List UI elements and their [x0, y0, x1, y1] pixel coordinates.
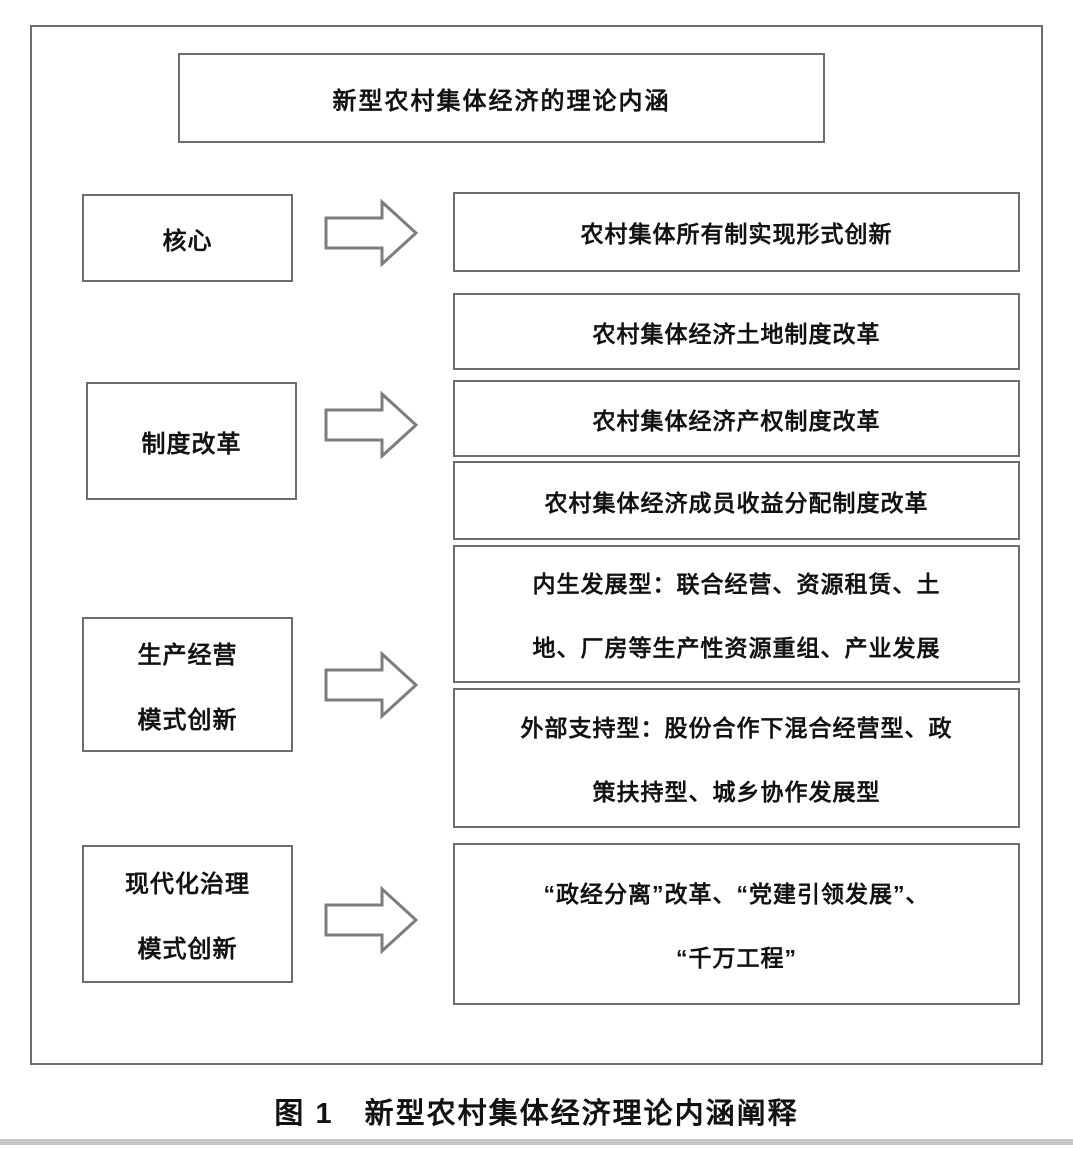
right-box-income-reform-label: 农村集体经济成员收益分配制度改革 — [544, 489, 929, 516]
right-box-endogenous-line1: 内生发展型：联合经营、资源租赁、土 — [532, 571, 941, 597]
right-box-governance-line2: “千万工程” — [676, 945, 797, 971]
arrow-right-icon — [324, 390, 419, 460]
right-box-land-reform-label: 农村集体经济土地制度改革 — [592, 320, 881, 347]
left-box-governance: 现代化治理 模式创新 — [82, 845, 293, 983]
left-box-institution: 制度改革 — [86, 382, 297, 500]
right-box-land-reform: 农村集体经济土地制度改革 — [453, 293, 1020, 370]
left-box-core-label: 核心 — [162, 227, 213, 255]
arrow-right-icon — [324, 198, 419, 268]
left-box-institution-label: 制度改革 — [141, 430, 242, 458]
right-box-external-line1: 外部支持型：股份合作下混合经营型、政 — [520, 715, 953, 741]
right-box-governance: “政经分离”改革、“党建引领发展”、 “千万工程” — [453, 843, 1020, 1005]
right-box-endogenous-line2: 地、厂房等生产性资源重组、产业发展 — [532, 635, 941, 661]
left-box-production: 生产经营 模式创新 — [82, 617, 293, 752]
left-box-governance-line2: 模式创新 — [137, 936, 238, 963]
bottom-divider — [0, 1139, 1073, 1145]
right-box-external-line2: 策扶持型、城乡协作发展型 — [592, 779, 881, 805]
diagram-title-box: 新型农村集体经济的理论内涵 — [178, 53, 825, 143]
right-box-core-label: 农村集体所有制实现形式创新 — [580, 221, 893, 247]
diagram-title: 新型农村集体经济的理论内涵 — [332, 87, 671, 115]
left-box-production-line2: 模式创新 — [137, 706, 238, 734]
left-box-production-line1: 生产经营 — [137, 641, 238, 669]
right-box-core: 农村集体所有制实现形式创新 — [453, 192, 1020, 272]
right-box-property-reform: 农村集体经济产权制度改革 — [453, 380, 1020, 457]
right-box-endogenous: 内生发展型：联合经营、资源租赁、土 地、厂房等生产性资源重组、产业发展 — [453, 545, 1020, 683]
arrow-right-icon — [324, 885, 419, 955]
left-box-governance-line1: 现代化治理 — [125, 871, 250, 898]
arrow-right-icon — [324, 650, 419, 720]
left-box-core: 核心 — [82, 194, 293, 282]
right-box-external: 外部支持型：股份合作下混合经营型、政 策扶持型、城乡协作发展型 — [453, 688, 1020, 828]
right-box-governance-line1: “政经分离”改革、“党建引领发展”、 — [543, 881, 930, 907]
right-box-property-reform-label: 农村集体经济产权制度改革 — [592, 407, 881, 434]
figure-caption: 图 1 新型农村集体经济理论内涵阐释 — [274, 1098, 799, 1130]
right-box-income-reform: 农村集体经济成员收益分配制度改革 — [453, 461, 1020, 540]
